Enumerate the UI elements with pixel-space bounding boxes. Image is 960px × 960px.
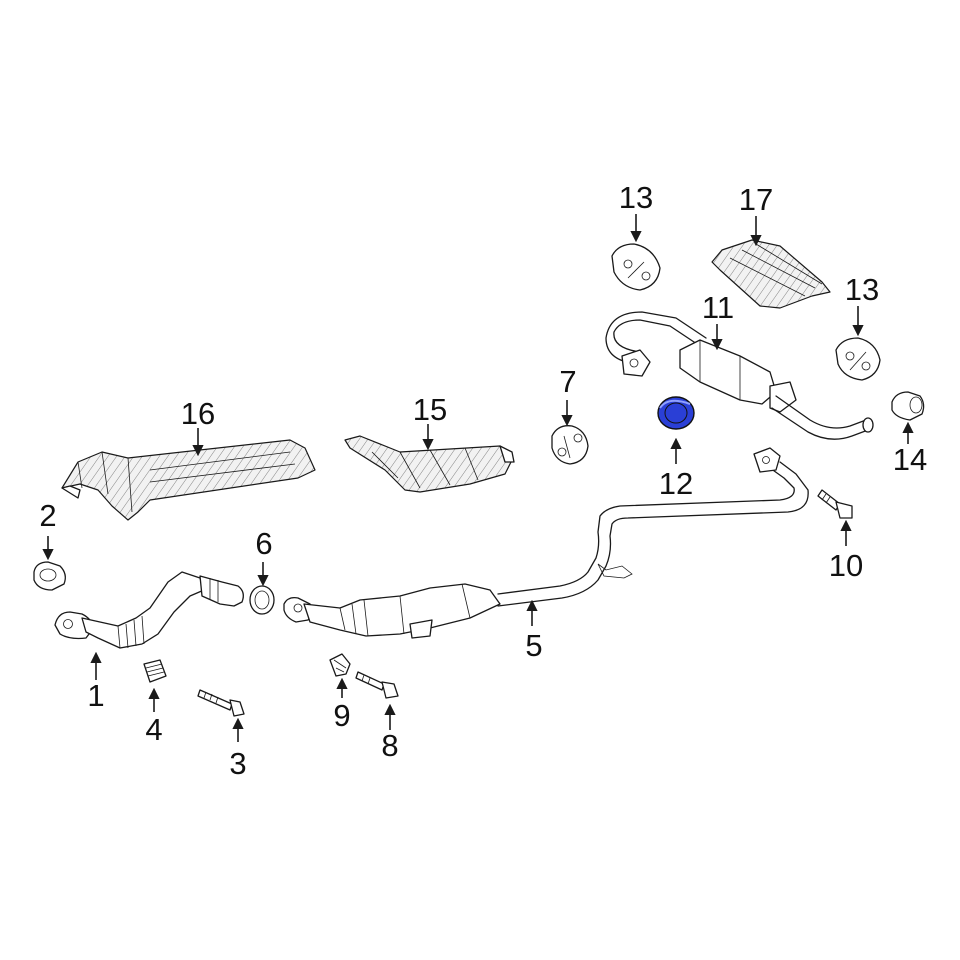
bolt-part[interactable] [197,689,245,717]
hanger-7-part[interactable] [551,425,589,465]
center-pipe-converter-part[interactable] [283,447,809,639]
callout-15: 15 [413,392,447,427]
heat-shield-center-part[interactable] [344,435,515,493]
hanger-13-upper-part[interactable] [611,243,661,291]
callout-3: 3 [229,746,246,781]
tail-tip-part[interactable] [891,391,925,421]
grommet-part[interactable] [33,561,66,591]
callout-8: 8 [381,728,398,763]
callout-5: 5 [525,628,542,663]
gasket-part[interactable] [249,585,275,615]
bolt-10-part[interactable] [817,489,853,519]
callout-13-lower: 13 [845,272,879,307]
callout-4: 4 [145,712,162,747]
callout-6: 6 [255,526,272,561]
tailpipe-muffler-part[interactable] [605,311,874,440]
gasket-12-part-highlighted[interactable] [657,396,695,430]
callout-16: 16 [181,396,215,431]
callout-2: 2 [39,498,56,533]
callout-12: 12 [659,466,693,501]
bolt-8-part[interactable] [355,671,399,699]
hanger-13-lower-part[interactable] [835,337,881,381]
callout-7: 7 [559,364,576,399]
heat-shield-rear-part[interactable] [711,239,831,309]
callout-11: 11 [702,290,734,325]
callout-9: 9 [333,698,350,733]
callout-14: 14 [893,442,927,477]
callout-1: 1 [87,678,104,713]
front-pipe-part[interactable] [54,571,244,649]
stud-part[interactable] [143,659,167,683]
heat-shield-front-part[interactable] [61,439,316,521]
nut-part[interactable] [329,653,351,677]
callout-13-upper: 13 [619,180,653,215]
callout-10: 10 [829,548,863,583]
callout-17: 17 [739,182,773,217]
leader-arrows [42,214,914,742]
callout-labels: 1 2 3 4 5 6 7 8 9 10 11 12 13 13 14 15 1… [39,180,927,781]
